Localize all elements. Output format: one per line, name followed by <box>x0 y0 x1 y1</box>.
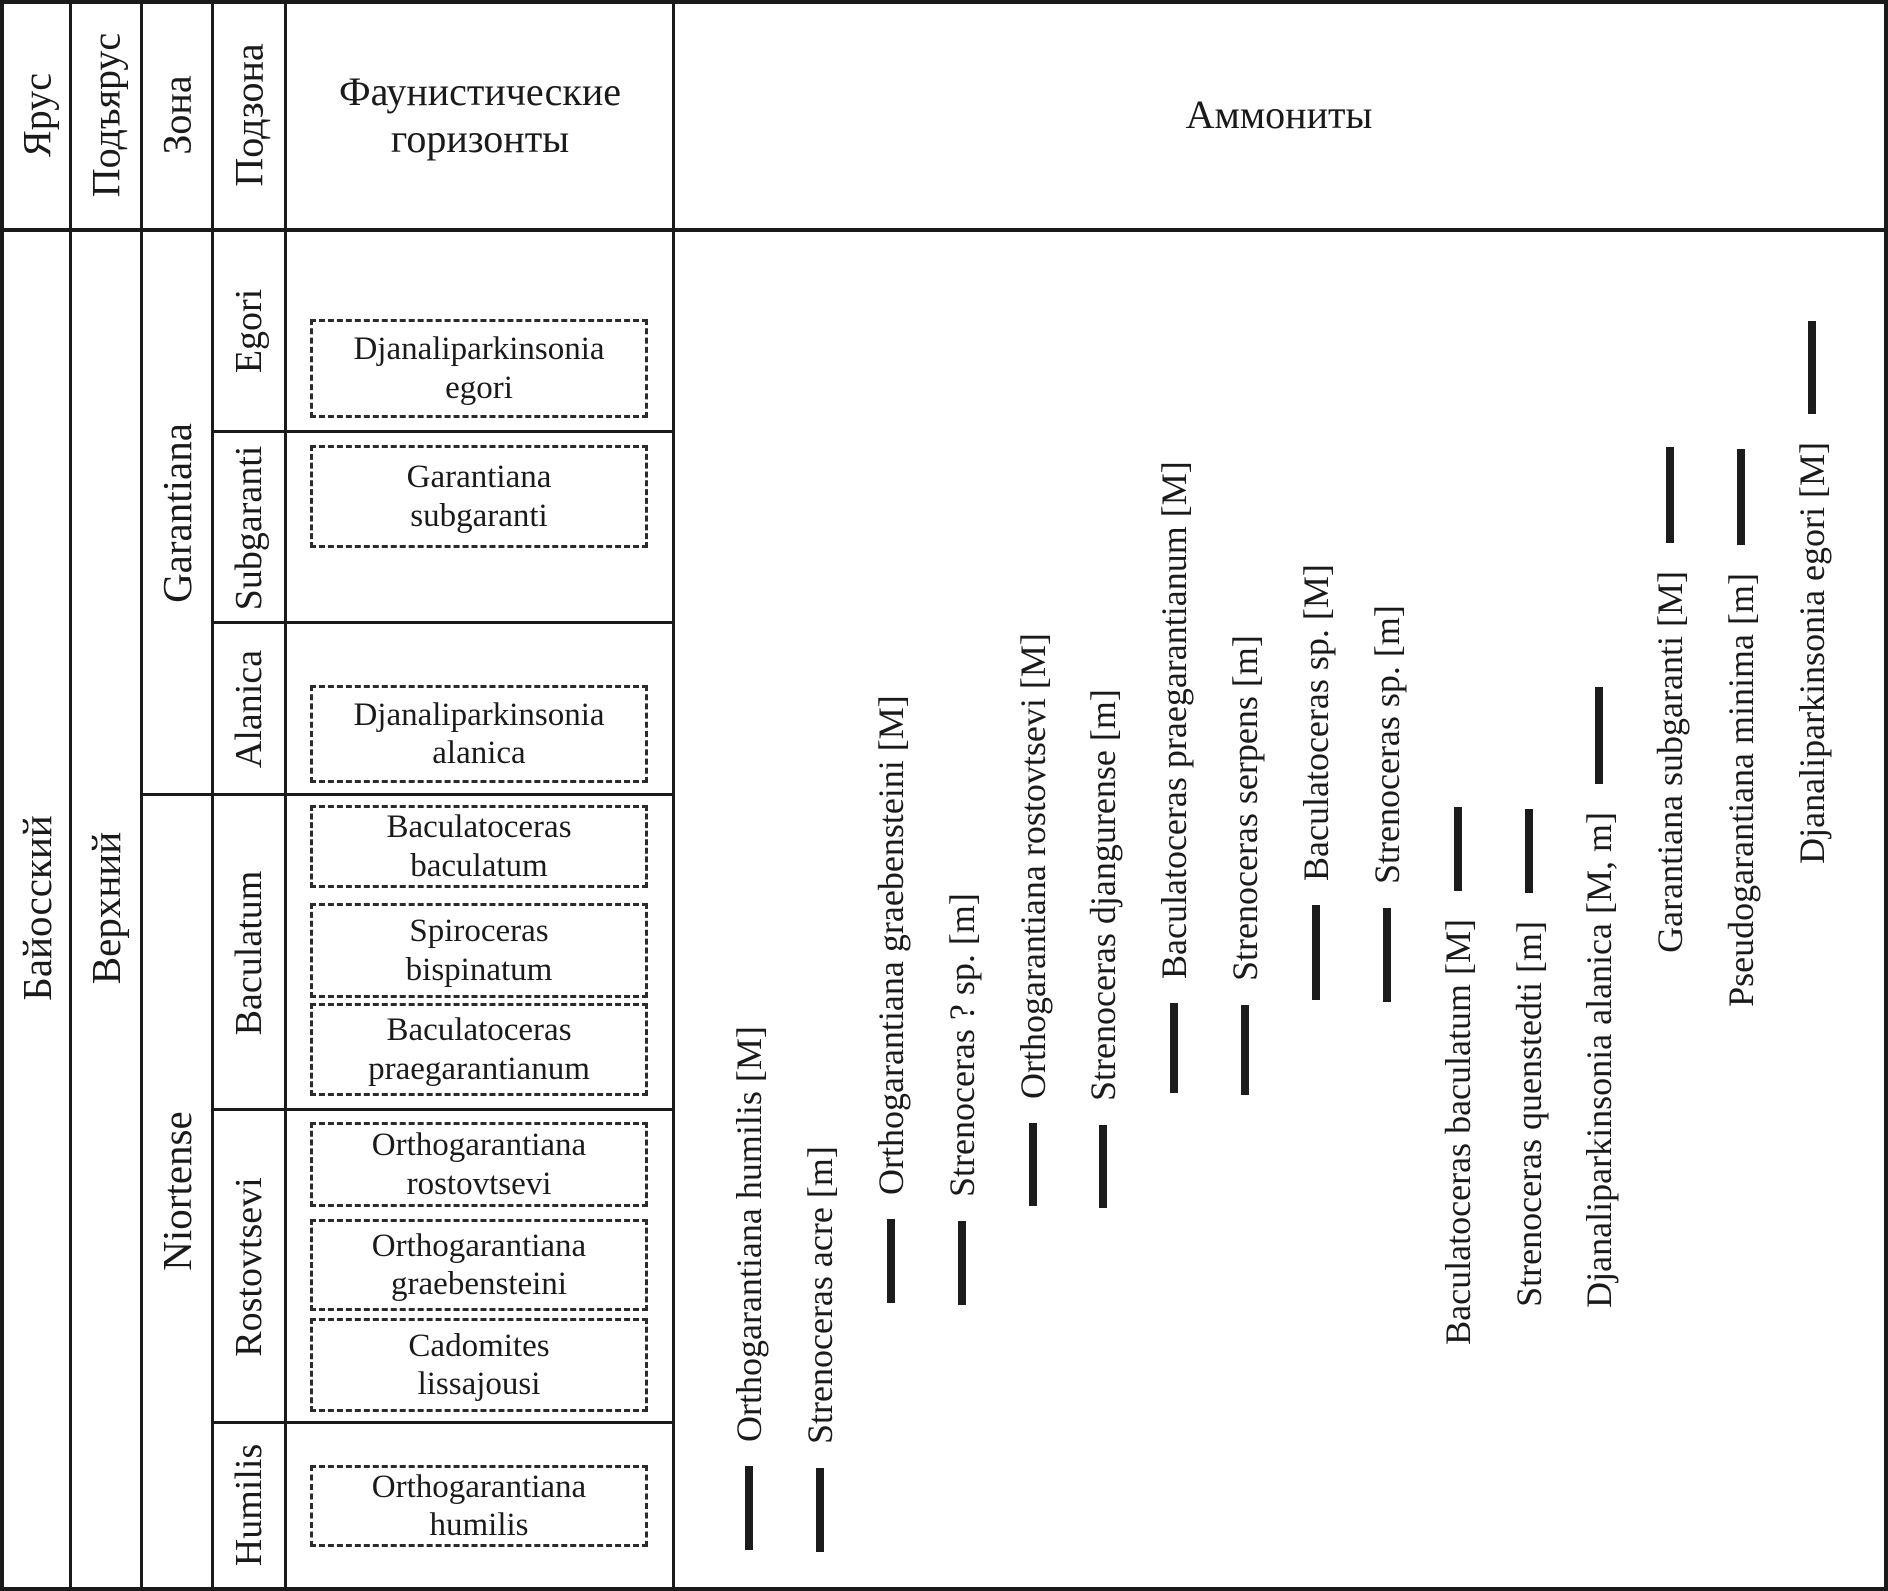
column-header-zone: Зона <box>154 75 200 155</box>
species-label: Strenoceras ? sp. [m] <box>942 893 982 1197</box>
range-bar <box>1099 1125 1107 1208</box>
species-label: Pseudogarantiana minima [m] <box>1721 573 1761 1007</box>
subzone-cell-label: Egori <box>228 288 270 374</box>
range-bar <box>958 1221 966 1305</box>
substage-cell-label: Верхний <box>83 831 129 985</box>
horizon-box: Djanaliparkinsonia alanica <box>310 685 648 783</box>
range-bar <box>1666 447 1674 543</box>
subzone-cell-label: Baculatum <box>228 870 270 1035</box>
species-label: Strenoceras serpens [m] <box>1225 635 1265 981</box>
zone-cell-label: Garantiana <box>154 422 200 603</box>
subzone-divider <box>213 1421 674 1424</box>
horizon-box: Orthogarantiana humilis <box>310 1465 648 1547</box>
column-header-horizons: Фаунистические горизонты <box>286 0 674 230</box>
range-bar <box>1808 321 1816 414</box>
zone-cell-label: Niortense <box>154 1111 200 1271</box>
subzone-cell-label: Rostovtsevi <box>228 1176 270 1357</box>
horizon-box: Baculatoceras baculatum <box>310 805 648 888</box>
subzone-divider <box>213 1108 674 1111</box>
horizon-box: Djanaliparkinsonia egori <box>310 319 648 418</box>
horizon-box: Orthogarantiana graebensteini <box>310 1219 648 1311</box>
stage-cell-label: Байосский <box>14 815 60 1001</box>
range-bar <box>1737 449 1745 545</box>
subzone-divider <box>213 430 674 433</box>
column-header-horizons-line2: горизонты <box>390 116 570 161</box>
range-bar <box>1241 1005 1249 1095</box>
species-label: Orthogarantiana graebensteini [M] <box>871 695 911 1195</box>
range-bar <box>745 1466 753 1550</box>
subzone-cell-label: Alanica <box>228 649 270 769</box>
range-bar <box>1595 687 1603 784</box>
column-header-substage: Подъярус <box>83 32 129 198</box>
range-bar <box>1525 809 1533 893</box>
column-header-stage: Ярус <box>14 73 60 157</box>
subzone-cell-label: Subgaranti <box>228 445 270 610</box>
horizon-box: Orthogarantiana rostovtsevi <box>310 1122 648 1207</box>
column-header-ammonites-text: Аммониты <box>1185 92 1373 138</box>
horizon-box: Cadomites lissajousi <box>310 1318 648 1412</box>
column-header-horizons-line1: Фаунистические <box>339 68 621 114</box>
range-bar <box>887 1219 895 1303</box>
horizon-box: Garantiana subgaranti <box>310 445 648 548</box>
zone-divider <box>142 793 674 796</box>
subzone-divider <box>213 621 674 624</box>
species-label: Strenoceras acre [m] <box>800 1146 840 1444</box>
range-bar <box>816 1468 824 1552</box>
column-divider-substage-zone <box>140 0 143 1591</box>
species-label: Baculatoceras sp. [M] <box>1296 564 1336 881</box>
species-label: Strenoceras sp. [m] <box>1367 605 1407 884</box>
species-label: Strenoceras djangurense [m] <box>1083 689 1123 1101</box>
column-divider-stage-substage <box>69 0 72 1591</box>
horizon-box: Spiroceras bispinatum <box>310 903 648 998</box>
range-bar <box>1312 905 1320 1000</box>
species-label: Djanaliparkinsonia egori [M] <box>1792 442 1832 864</box>
header-separator-line <box>0 228 1888 232</box>
range-bar <box>1029 1123 1037 1206</box>
column-header-ammonites: Аммониты <box>674 0 1884 230</box>
range-bar <box>1454 807 1462 891</box>
species-label: Orthogarantiana rostovtsevi [M] <box>1013 633 1053 1099</box>
range-bar <box>1170 1003 1178 1093</box>
species-label: Orthogarantiana humilis [M] <box>729 1026 769 1442</box>
subzone-cell-label: Humilis <box>228 1443 270 1567</box>
species-label: Garantiana subgaranti [M] <box>1650 571 1690 953</box>
horizon-box: Baculatoceras praegarantianum <box>310 1003 648 1096</box>
column-header-subzone: Подзона <box>226 43 272 187</box>
range-bar <box>1383 908 1391 1002</box>
species-label: Djanaliparkinsonia alanica [M, m] <box>1579 812 1619 1308</box>
species-label: Baculatoceras baculatum [M] <box>1438 919 1478 1345</box>
species-label: Strenoceras quenstedti [m] <box>1509 921 1549 1307</box>
species-label: Baculatoceras praegarantianum [M] <box>1154 461 1194 979</box>
